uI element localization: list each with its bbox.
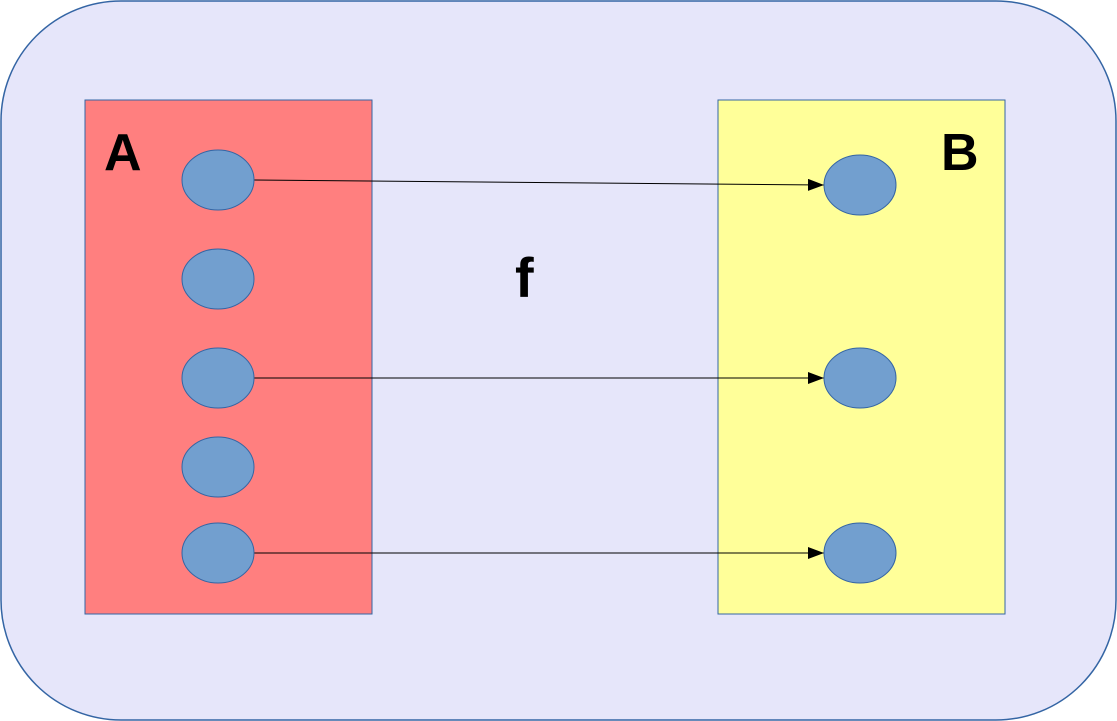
set-a-element-5 bbox=[181, 522, 255, 584]
function-label: f bbox=[515, 246, 534, 309]
set-b-element-1 bbox=[823, 154, 897, 216]
set-a-elements bbox=[181, 149, 255, 584]
mapping-arrow-1 bbox=[253, 178, 825, 191]
set-a-label: A bbox=[104, 124, 142, 182]
set-a-element-4 bbox=[181, 436, 255, 498]
set-b-label: B bbox=[941, 124, 979, 182]
set-a-element-1 bbox=[181, 149, 255, 211]
mapping-arrows bbox=[253, 178, 825, 559]
set-b-element-2 bbox=[823, 347, 897, 409]
set-a-element-3 bbox=[181, 347, 255, 409]
set-a-element-2 bbox=[181, 248, 255, 310]
set-b-elements bbox=[823, 154, 897, 584]
set-b-element-3 bbox=[823, 522, 897, 584]
